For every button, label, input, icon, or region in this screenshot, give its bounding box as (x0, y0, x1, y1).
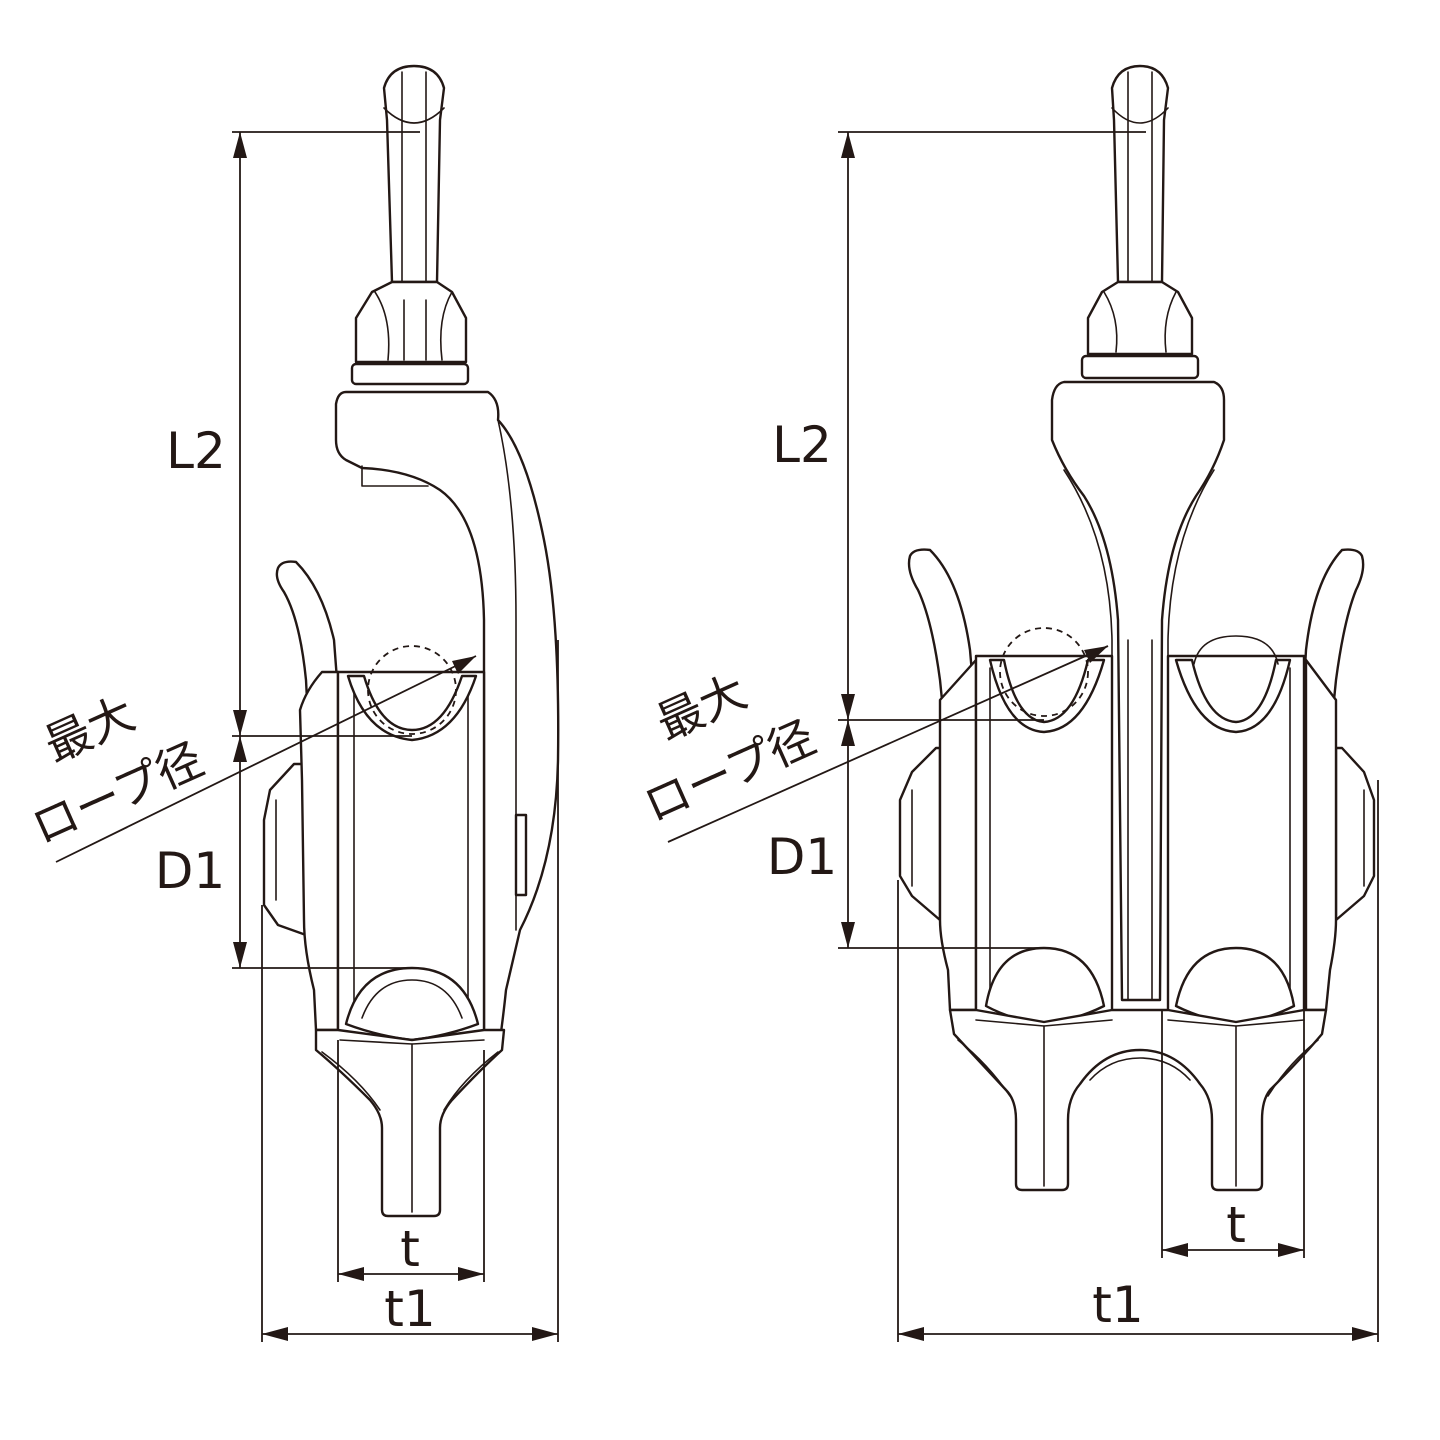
label-t-right: t (1226, 1196, 1246, 1254)
label-t-left: t (400, 1220, 420, 1278)
double-sheave-block: L2 D1 最大 ロープ径 t (636, 64, 1379, 1342)
dimension-t-left: t (337, 1040, 485, 1282)
label-t1-left: t1 (384, 1280, 435, 1338)
single-sheave-block: L2 D1 最大 ロープ径 t (24, 64, 560, 1342)
label-D1-right: D1 (767, 828, 837, 886)
label-t1-right: t1 (1092, 1276, 1143, 1334)
cheek-plates-right (898, 658, 1376, 1012)
max-rope-circle-left (367, 645, 457, 735)
label-L2-right: L2 (772, 416, 832, 474)
sheave-left (344, 645, 480, 1042)
label-L2-left: L2 (166, 422, 226, 480)
sheave-right-b (1166, 635, 1306, 1026)
swivel-nut-left (350, 280, 470, 386)
dimension-D1-left: D1 (155, 735, 412, 969)
dimension-L2-right: L2 (772, 131, 1146, 720)
swivel-nut-right (1080, 280, 1200, 380)
hook-frame-left (334, 390, 560, 1052)
dimension-L2-left: L2 (166, 131, 420, 736)
bottom-fork-left (314, 1028, 506, 1218)
side-plate-left (262, 762, 308, 937)
dimension-t1-right: t1 (897, 780, 1379, 1342)
label-D1-left: D1 (155, 842, 225, 900)
bottom-forks-right (948, 1008, 1328, 1192)
dimension-t1-left: t1 (261, 640, 559, 1342)
max-rope-circle-right (999, 627, 1089, 717)
dimension-t-right: t (1161, 1010, 1305, 1258)
swivel-eye-left (382, 64, 446, 284)
cheek-plate-left (298, 670, 486, 1042)
centre-frame-right (1050, 380, 1226, 1002)
swivel-eye-right (1110, 64, 1170, 284)
sheave-right-a (974, 627, 1114, 1026)
